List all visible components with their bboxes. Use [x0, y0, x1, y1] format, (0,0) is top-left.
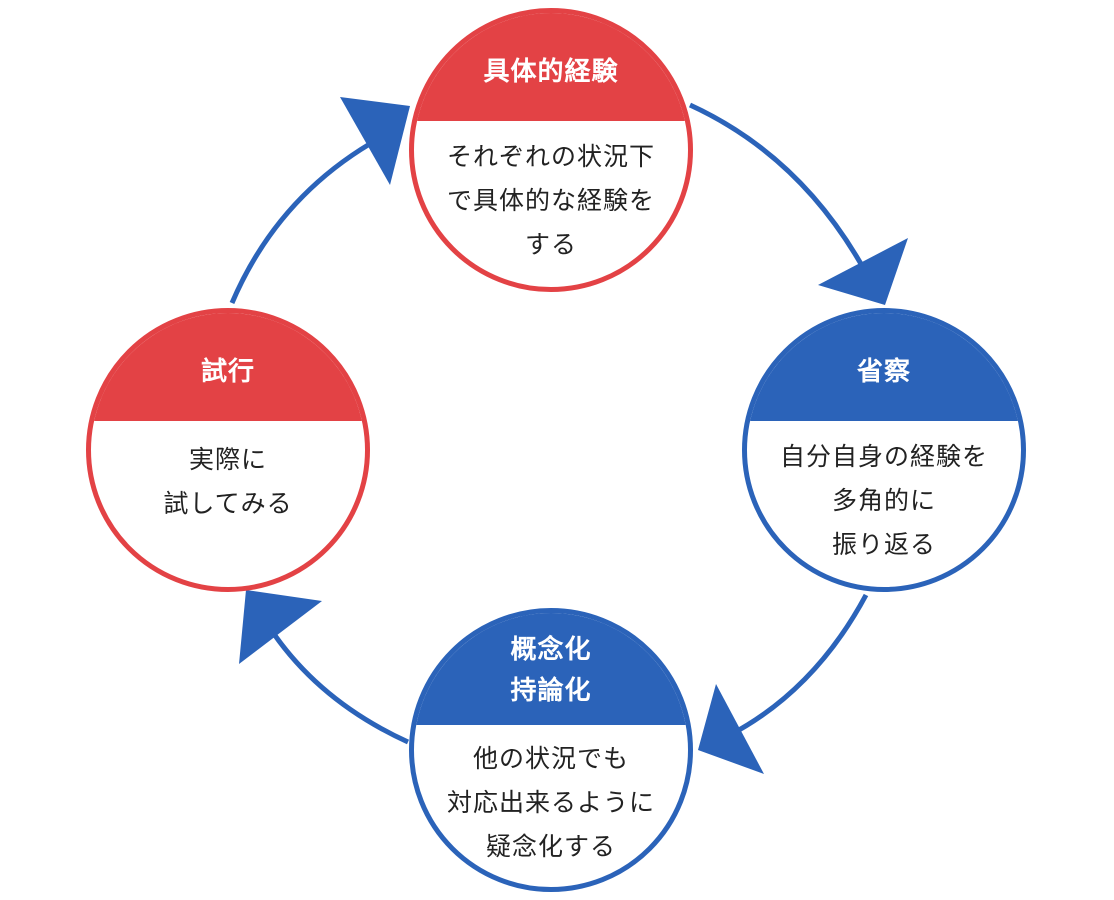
node-reflection: 省察 自分自身の経験を 多角的に 振り返る: [742, 308, 1026, 592]
arc-reflection-to-conceptualization: [728, 593, 869, 738]
node-reflection-title: 省察: [747, 313, 1021, 421]
node-concrete-experience: 具体的経験 それぞれの状況下 で具体的な経験を する: [409, 8, 693, 292]
arc-experimentation-to-experience: [229, 135, 382, 304]
node-conceptualization-body: 他の状況でも 対応出来るように 疑念化する: [446, 744, 655, 861]
node-experimentation: 試行 実際に 試してみる: [86, 308, 370, 592]
node-experimentation-body: 実際に 試してみる: [163, 445, 293, 518]
arrowhead-to-conceptualization: [698, 684, 764, 774]
node-reflection-body: 自分自身の経験を 多角的に 振り返る: [779, 442, 988, 559]
arc-experience-to-reflection: [688, 102, 878, 292]
arrowhead-to-experimentation: [239, 590, 322, 664]
node-conceptualization-title: 概念化 持論化: [414, 613, 688, 725]
node-concrete-experience-body: それぞれの状況下 で具体的な経験を する: [446, 142, 655, 259]
arrowhead-to-reflection: [818, 238, 908, 305]
node-experimentation-title: 試行: [91, 313, 365, 421]
node-concrete-experience-title: 具体的経験: [414, 13, 688, 121]
node-conceptualization: 概念化 持論化 他の状況でも 対応出来るように 疑念化する: [409, 608, 693, 892]
arrowhead-to-experience: [340, 97, 410, 185]
